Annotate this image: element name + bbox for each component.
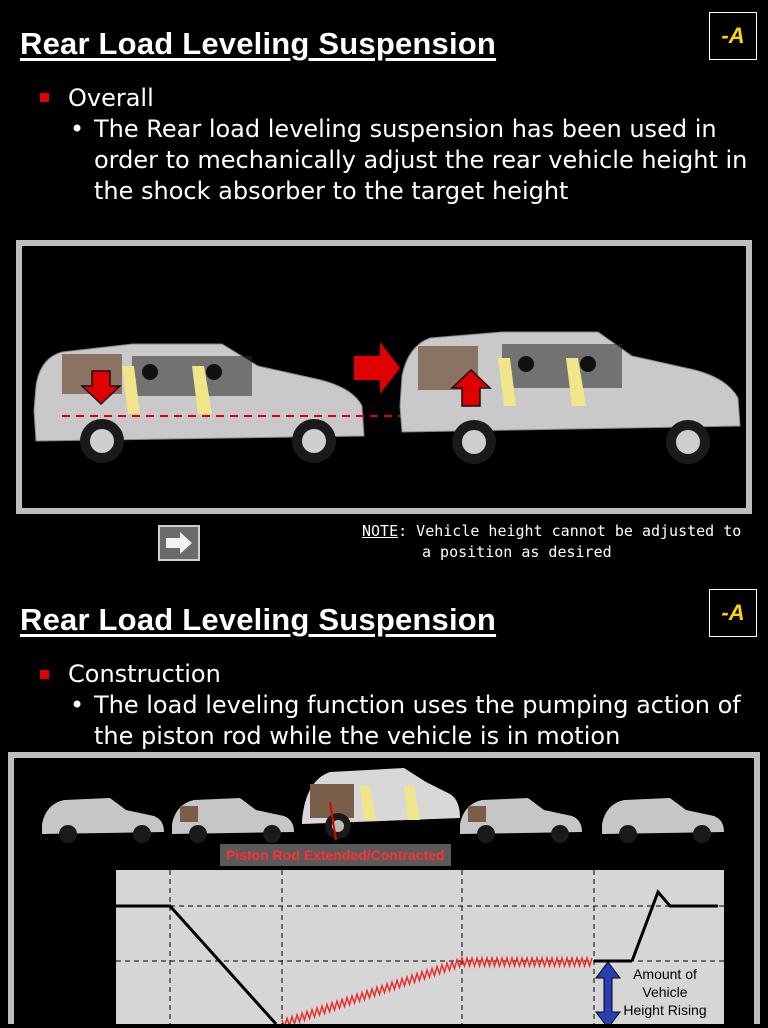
section-badge: -A	[709, 12, 757, 60]
vehicle-height-illustration	[33, 331, 741, 464]
pumping-oscillation-line	[281, 955, 593, 1028]
slide-title: Rear Load Leveling Suspension	[20, 26, 497, 61]
sub-bullet-text: The Rear load leveling suspension has be…	[94, 115, 748, 205]
bullet-overall: Overall	[68, 84, 154, 112]
sub-bullet-text: The load leveling function uses the pump…	[94, 691, 741, 750]
slide-overall: Rear Load Leveling Suspension -A Overall…	[0, 0, 768, 561]
construction-diagram-frame	[8, 752, 760, 1028]
amount-label-line-2: Vehicle	[642, 984, 688, 1000]
height-rise-arrow-icon	[595, 961, 621, 1028]
car-icon	[460, 798, 582, 843]
note-text-1: : Vehicle height cannot be adjusted to	[398, 522, 742, 540]
car-icon	[602, 798, 724, 843]
amount-label-line-1: Amount of	[633, 966, 697, 982]
bullet-square-icon	[40, 93, 49, 102]
transition-arrow-icon	[354, 342, 400, 394]
vehicle-illustration-frame	[16, 240, 752, 514]
next-slide-button[interactable]	[158, 525, 200, 561]
piston-position-line	[116, 904, 278, 1026]
car-icon	[172, 798, 294, 843]
amount-label: Amount of Vehicle Height Rising	[606, 965, 724, 1019]
piston-rod-label: Piston Rod Extended/Contracted	[220, 844, 451, 866]
graph-background	[116, 870, 724, 1028]
car-cutaway-icon	[302, 768, 460, 841]
bullet-dot-icon: •	[70, 691, 85, 719]
sub-bullet: • The Rear load leveling suspension has …	[70, 114, 760, 210]
section-badge: -A	[709, 589, 757, 637]
car-icon	[42, 798, 164, 843]
sub-bullet: • The load leveling function uses the pu…	[70, 690, 760, 754]
bullet-dot-icon: •	[70, 115, 85, 143]
note-line-2: a position as desired	[422, 543, 612, 561]
car-lowered-icon	[33, 343, 365, 463]
bullet-construction: Construction	[68, 660, 221, 688]
bullet-square-icon	[40, 670, 49, 679]
slide-title: Rear Load Leveling Suspension	[20, 602, 497, 637]
car-raised-icon	[399, 331, 741, 464]
note-label: NOTE	[362, 522, 399, 540]
construction-diagram	[42, 768, 724, 1028]
amount-label-line-3: Height Rising	[623, 1002, 707, 1018]
arrow-right-icon	[166, 532, 192, 554]
height-response-line	[630, 889, 718, 962]
note-line-1: NOTE: Vehicle height cannot be adjusted …	[362, 522, 741, 540]
car-sequence	[42, 768, 724, 843]
